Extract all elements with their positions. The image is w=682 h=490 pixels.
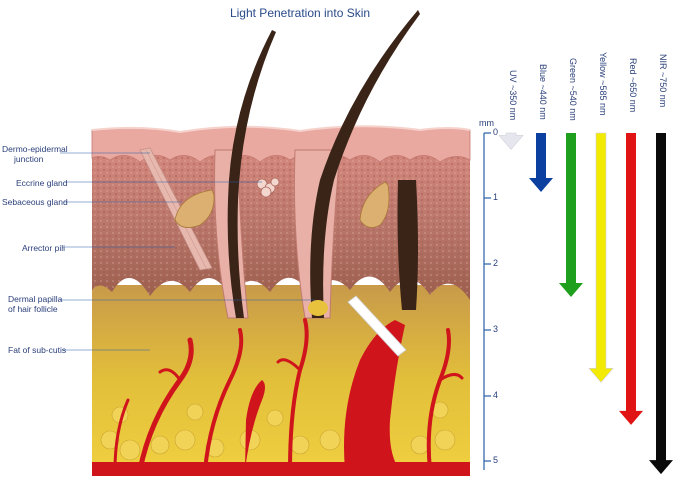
label-dermal-papilla: Dermal papilla of hair follicle [8, 294, 63, 314]
tick-3: 3 [493, 324, 499, 334]
depth-axis [483, 132, 491, 470]
leader-lines [60, 152, 315, 351]
wave-label-blue: Blue ~440 nm [538, 64, 548, 120]
label-sebaceous-gland: Sebaceous gland [2, 197, 68, 207]
tick-2: 2 [493, 258, 499, 268]
hair-follicle-right [397, 180, 418, 310]
depth-unit: mm [479, 118, 494, 128]
arrow-uv [498, 132, 524, 150]
arrow-green [559, 133, 583, 297]
hair-shaft-left [227, 30, 276, 318]
wave-label-uv: UV ~350 nm [508, 70, 518, 121]
arrow-blue [529, 133, 553, 193]
arrow-red [619, 133, 643, 425]
sebaceous-gland-left [174, 189, 215, 228]
diagram-title: Light Penetration into Skin [229, 6, 371, 20]
arrow-nir [649, 133, 673, 475]
wave-label-yellow: Yellow ~585 nm [598, 52, 608, 116]
light-beam [347, 295, 407, 357]
eccrine-gland [256, 177, 280, 198]
wave-label-red: Red ~650 nm [628, 58, 638, 113]
label-dermo-epidermal: Dermo-epidermal junction [2, 144, 68, 164]
wavelength-arrows [498, 132, 673, 475]
blood-pool [344, 320, 405, 470]
label-arrector-pili: Arrector pili [22, 243, 65, 253]
label-eccrine-gland: Eccrine gland [16, 178, 68, 188]
blood-plexus [92, 462, 470, 476]
tick-0: 0 [493, 127, 499, 137]
hair-shaft-center [310, 10, 420, 318]
label-fat-subcutis: Fat of sub-cutis [8, 345, 67, 355]
sebaceous-gland-right [359, 181, 390, 228]
arrow-yellow [588, 132, 614, 383]
tick-5: 5 [493, 455, 499, 465]
tick-1: 1 [493, 192, 499, 202]
wave-label-green: Green ~540 nm [568, 58, 578, 121]
tick-4: 4 [493, 390, 499, 400]
wave-label-nir: NIR ~750 nm [658, 54, 668, 108]
fat-lobules [100, 401, 456, 461]
